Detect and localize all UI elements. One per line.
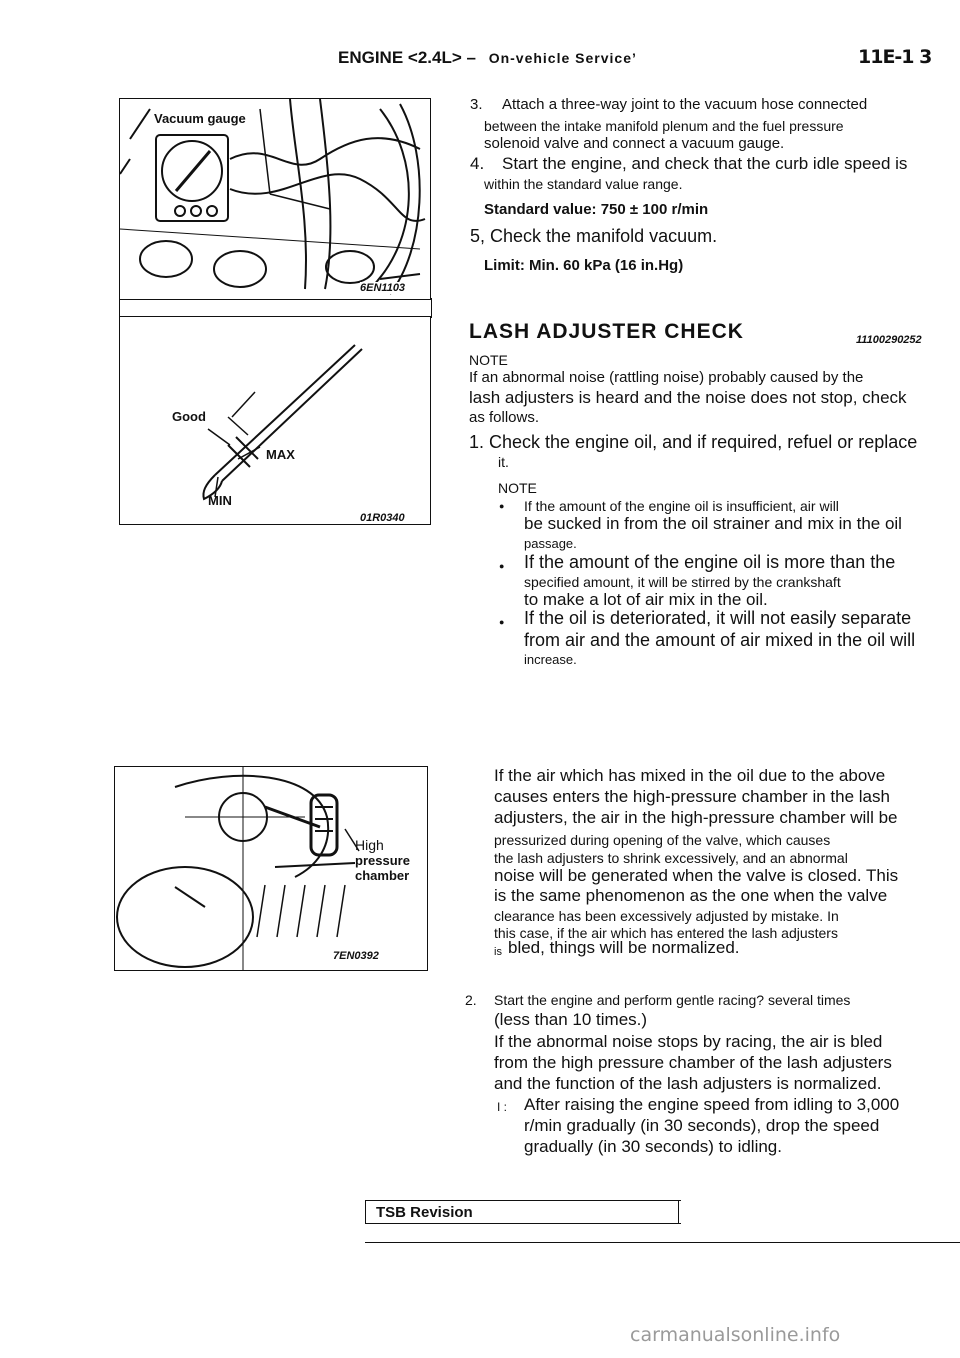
figure-code: 6EN1103 [360,282,406,294]
bullet-2-line-3: to make a lot of air mix in the oil. [524,590,768,609]
para-line-4: pressurized during opening of the valve,… [494,832,831,848]
step-4-line-2: within the standard value range. [484,176,683,192]
figure-divider [119,298,432,318]
note-label: NOTE [469,352,508,368]
check-2-number: 2. [465,992,477,1008]
high-label: High [355,837,384,853]
dipstick-illustration [202,344,363,501]
step-3-line-2: between the intake manifold plenum and t… [484,118,844,134]
figure-code: 7EN0392 [333,950,379,962]
note-line-2: lash adjusters is heard and the noise do… [469,388,907,407]
page-number: 11E-1 3 [858,46,932,68]
para-line-9: this case, if the air which has entered … [494,925,838,941]
step-4-number: 4. [470,154,485,173]
para-line-2: causes enters the high-pressure chamber … [494,787,890,806]
page-header: ENGINE <2.4L> – On-vehicle Service’ [338,48,637,68]
footer-rule [365,1242,960,1243]
bullet-3-line-2: from air and the amount of air mixed in … [524,630,916,650]
check-1-line-1: 1. Check the engine oil, and if required… [469,432,918,452]
bullet-2-line-1: If the amount of the engine oil is more … [524,552,896,572]
min-label: MIN [208,493,232,508]
check-2-line-7: r/min gradually (in 30 seconds), drop th… [524,1116,880,1135]
figure-lash-adjuster: High pressure chamber 7EN0392 [114,766,428,971]
figure-oil-dipstick: Good MAX MIN 01R0340 [119,316,431,525]
max-label: MAX [266,447,295,462]
tsb-revision-box: TSB Revision [365,1200,681,1224]
check-2-line-8: gradually (in 30 seconds) to idling. [524,1137,782,1156]
para-line-10: bled, things will be normalized. [508,938,740,957]
bullet-3-line-1: If the oil is deteriorated, it will not … [524,608,912,628]
standard-value: Standard value: 750 ± 100 r/min [484,201,709,218]
step-3-line-1: Attach a three-way joint to the vacuum h… [502,96,868,113]
para-line-8: clearance has been excessively adjusted … [494,908,839,924]
note-label-2: NOTE [498,480,537,496]
check-1-line-2: it. [498,454,509,470]
figure-vacuum-gauge: Vacuum gauge 6EN1103 [119,98,431,300]
lash-adjuster-illustration [116,767,360,970]
bullet-1-line-1: If the amount of the engine oil is insuf… [524,498,839,514]
figure-code: 01R0340 [360,512,405,524]
para-line-6: noise will be generated when the valve i… [494,866,899,885]
header-subtitle: On-vehicle Service’ [488,50,637,66]
step-4-line-1: Start the engine, and check that the cur… [502,154,908,173]
good-label: Good [172,409,206,424]
bullet-1-line-3: passage. [524,536,577,551]
pressure-label: pressure [355,853,410,868]
bullet-1-line-2: be sucked in from the oil strainer and m… [524,514,902,533]
para-line-7: is the same phenomenon as the one when t… [494,886,888,905]
note-line-3: as follows. [469,409,540,426]
check-2-line-4: from the high pressure chamber of the la… [494,1053,892,1072]
bullet-2-line-2: specified amount, it will be stirred by … [524,574,841,590]
check-2-line-2: (less than 10 times.) [494,1010,648,1029]
vacuum-gauge-illustration [120,99,426,295]
bullet-3-line-3: increase. [524,652,577,667]
para-line-5: the lash adjusters to shrink excessively… [494,850,848,866]
check-2-line-3: If the abnormal noise stops by racing, t… [494,1032,883,1051]
vacuum-gauge-label: Vacuum gauge [154,111,246,126]
bullet-dot: ● [499,561,505,571]
para-line-10a: is [494,946,502,958]
tsb-revision-box-end [678,1200,681,1224]
check-2-marker: I : [497,1100,508,1114]
step-3-line-3: solenoid valve and connect a vacuum gaug… [484,135,785,152]
check-2-line-5: and the function of the lash adjusters i… [494,1074,882,1093]
header-title: ENGINE <2.4L> – [338,48,476,67]
step-5: 5, Check the manifold vacuum. [470,226,718,246]
note-line-1: If an abnormal noise (rattling noise) pr… [469,369,864,386]
check-2-line-1: Start the engine and perform gentle raci… [494,992,851,1008]
bullet-dot: ● [499,501,505,511]
limit-value: Limit: Min. 60 kPa (16 in.Hg) [484,257,684,274]
bullet-dot: ● [499,617,505,627]
chamber-label: chamber [355,868,410,883]
step-3-number: 3. [470,96,483,113]
section-code: 11100290252 [856,334,922,346]
lash-adjuster-heading: LASH ADJUSTER CHECK [469,320,744,343]
para-line-1: If the air which has mixed in the oil du… [494,766,886,785]
watermark: carmanualsonline.info [630,1324,841,1346]
check-2-line-6: After raising the engine speed from idli… [524,1095,900,1114]
para-line-3: adjusters, the air in the high-pressure … [494,808,898,827]
